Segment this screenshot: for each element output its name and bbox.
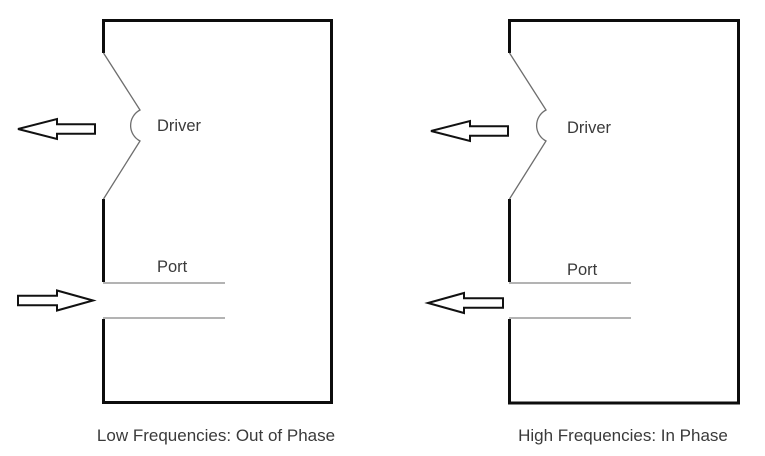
- port-label: Port: [157, 258, 188, 276]
- driver-cone-line: [102, 52, 141, 200]
- port-airflow-arrow-left-icon: [424, 291, 504, 315]
- driver-label: Driver: [157, 117, 202, 135]
- high-frequency-diagram: Driver Port High Frequencies: In Phase: [424, 19, 740, 445]
- high-frequency-caption: High Frequencies: In Phase: [518, 426, 728, 445]
- driver-label: Driver: [567, 119, 612, 137]
- low-frequency-caption: Low Frequencies: Out of Phase: [97, 426, 335, 445]
- driver-cone-line: [508, 52, 547, 200]
- low-frequency-diagram: Driver Port Low Frequencies: Out of Phas…: [17, 19, 335, 445]
- port-tube-lines: [509, 282, 631, 319]
- enclosure-outline: [508, 19, 740, 405]
- driver-airflow-arrow-left-icon: [17, 117, 96, 141]
- port-label: Port: [567, 261, 598, 279]
- driver-airflow-arrow-left-icon: [430, 119, 509, 143]
- port-tube-lines: [103, 282, 225, 319]
- port-airflow-arrow-right-icon: [17, 289, 97, 312]
- enclosure-outline: [102, 19, 333, 404]
